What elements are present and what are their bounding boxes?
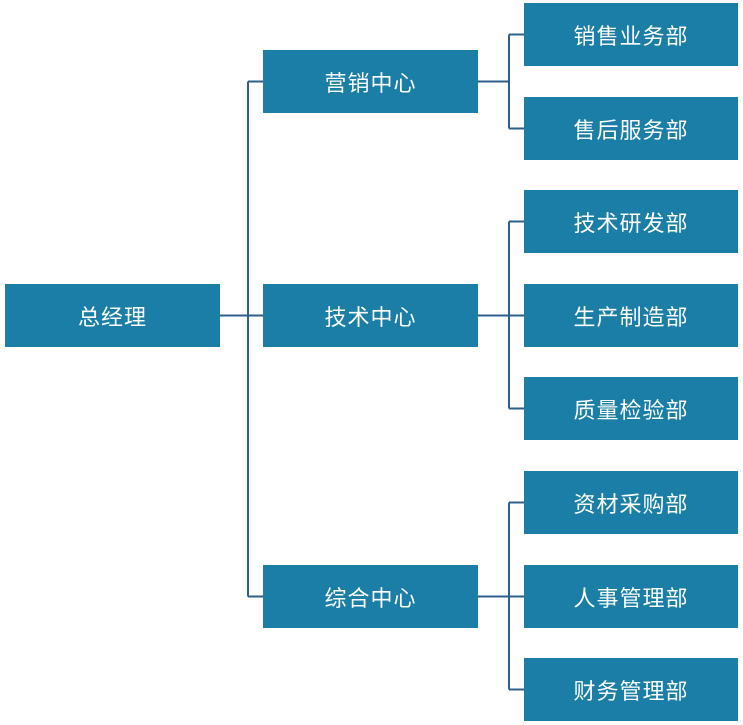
department-node: 人事管理部: [524, 565, 738, 628]
center-node: 营销中心: [263, 50, 478, 113]
department-node: 质量检验部: [524, 377, 738, 440]
center-to-department-connector: [478, 501, 524, 691]
center-node: 技术中心: [263, 284, 478, 347]
department-node: 财务管理部: [524, 658, 738, 721]
center-to-department-connector: [478, 33, 524, 130]
department-node: 生产制造部: [524, 284, 738, 347]
center-node: 综合中心: [263, 565, 478, 628]
department-node: 售后服务部: [524, 97, 738, 160]
center-to-department-connector: [478, 220, 524, 410]
department-node: 销售业务部: [524, 3, 738, 66]
general-manager-node: 总经理: [5, 284, 220, 347]
department-node: 资材采购部: [524, 471, 738, 534]
department-node: 技术研发部: [524, 190, 738, 253]
root-to-center-connector: [220, 80, 263, 598]
